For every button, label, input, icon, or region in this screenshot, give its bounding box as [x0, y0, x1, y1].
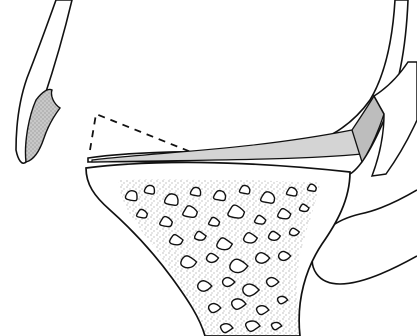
trabecular-space — [239, 185, 249, 194]
trabecular-space — [144, 185, 154, 194]
upper-left-fragment — [16, 0, 72, 163]
articular-cartilage-band — [92, 130, 362, 162]
dashed-wedge-outline — [90, 114, 196, 154]
upper-articular-surface — [88, 0, 417, 176]
trabecular-space — [190, 187, 200, 196]
trabecular-space — [125, 191, 137, 201]
trabecular-space — [307, 184, 316, 191]
lower-bone-head — [86, 162, 350, 336]
